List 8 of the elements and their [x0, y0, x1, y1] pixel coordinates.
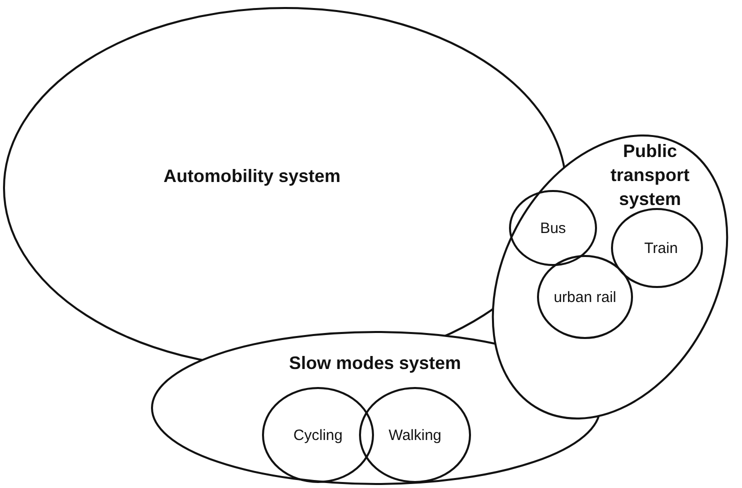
node-label: Bus [540, 218, 566, 238]
node-label: Public transport system [609, 140, 690, 211]
node-label: Automobility system [163, 165, 341, 188]
node-label: Walking [388, 426, 442, 444]
node-label: urban rail [554, 288, 616, 306]
node-label: Train [644, 238, 678, 258]
node-label: Slow modes system [288, 352, 462, 375]
node-label: Cycling [293, 426, 343, 444]
